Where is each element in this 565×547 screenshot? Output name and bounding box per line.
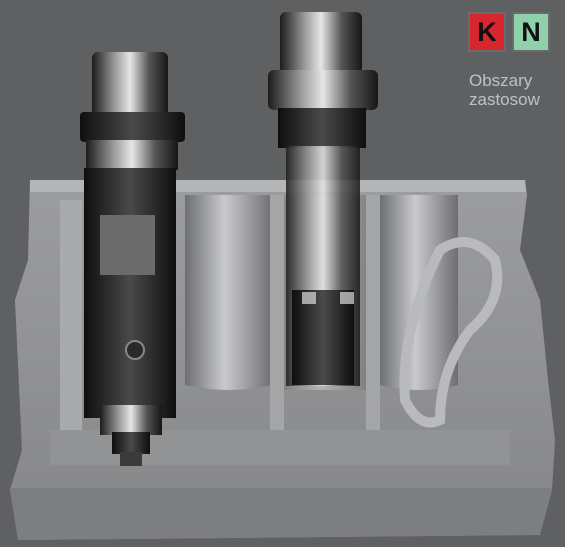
boring-tool-right (268, 12, 378, 386)
boring-tool-left (80, 52, 185, 466)
material-badge-n: N (512, 12, 550, 52)
application-areas-caption: Obszary zastosow (469, 71, 540, 109)
caption-line-2: zastosow (469, 90, 540, 109)
caption-line-1: Obszary (469, 71, 533, 90)
material-badge-k: K (468, 12, 506, 52)
